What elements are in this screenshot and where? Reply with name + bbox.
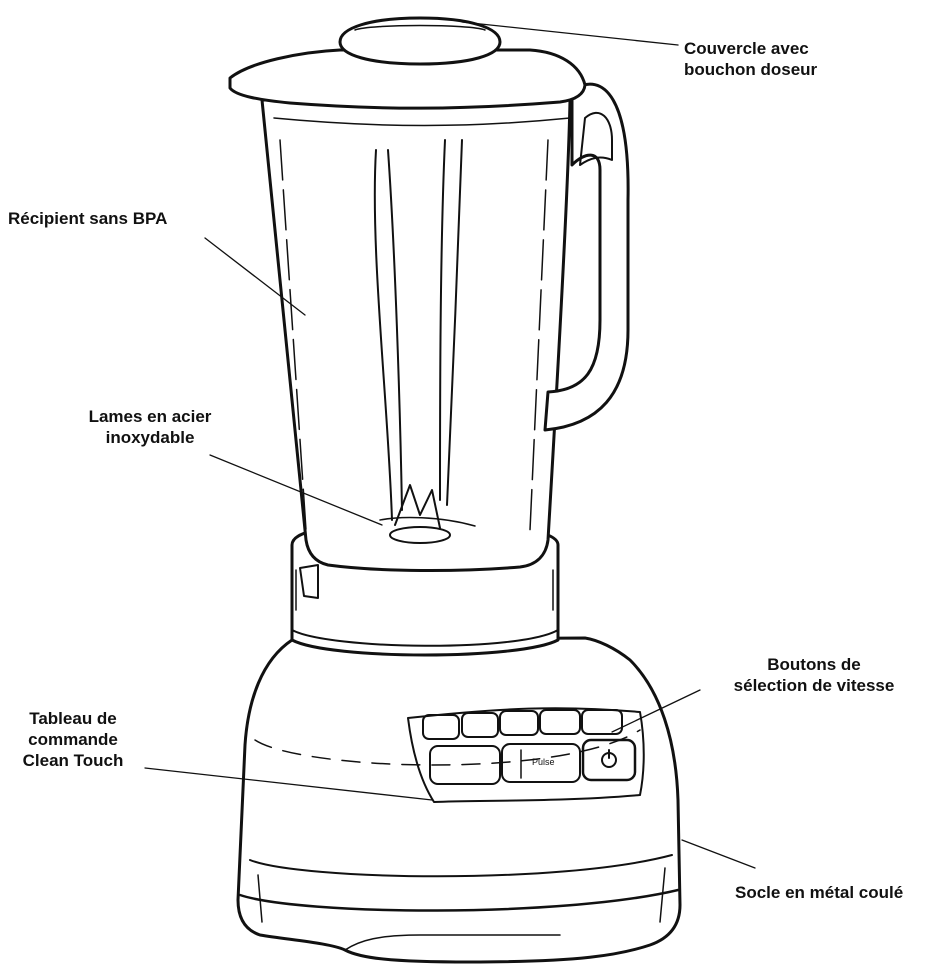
blender-lid xyxy=(228,16,587,110)
callout-leaders xyxy=(144,21,756,869)
blender-jar xyxy=(260,98,572,573)
blender-blades xyxy=(379,484,476,544)
callout-control-panel: Tableau de commande Clean Touch xyxy=(22,709,124,770)
callout-jar: Récipient sans BPA xyxy=(8,209,168,228)
callout-blades: Lames en acier inoxydable xyxy=(88,407,212,447)
blender-handle xyxy=(543,82,630,432)
callout-lid: Couvercle avec bouchon doseur xyxy=(684,39,818,79)
blender-base xyxy=(236,636,682,964)
pulse-label: Pulse xyxy=(532,757,555,767)
callout-speed-buttons: Boutons de sélection de vitesse xyxy=(733,655,895,695)
control-panel: Pulse xyxy=(407,707,645,803)
callout-base: Socle en métal coulé xyxy=(735,883,904,902)
